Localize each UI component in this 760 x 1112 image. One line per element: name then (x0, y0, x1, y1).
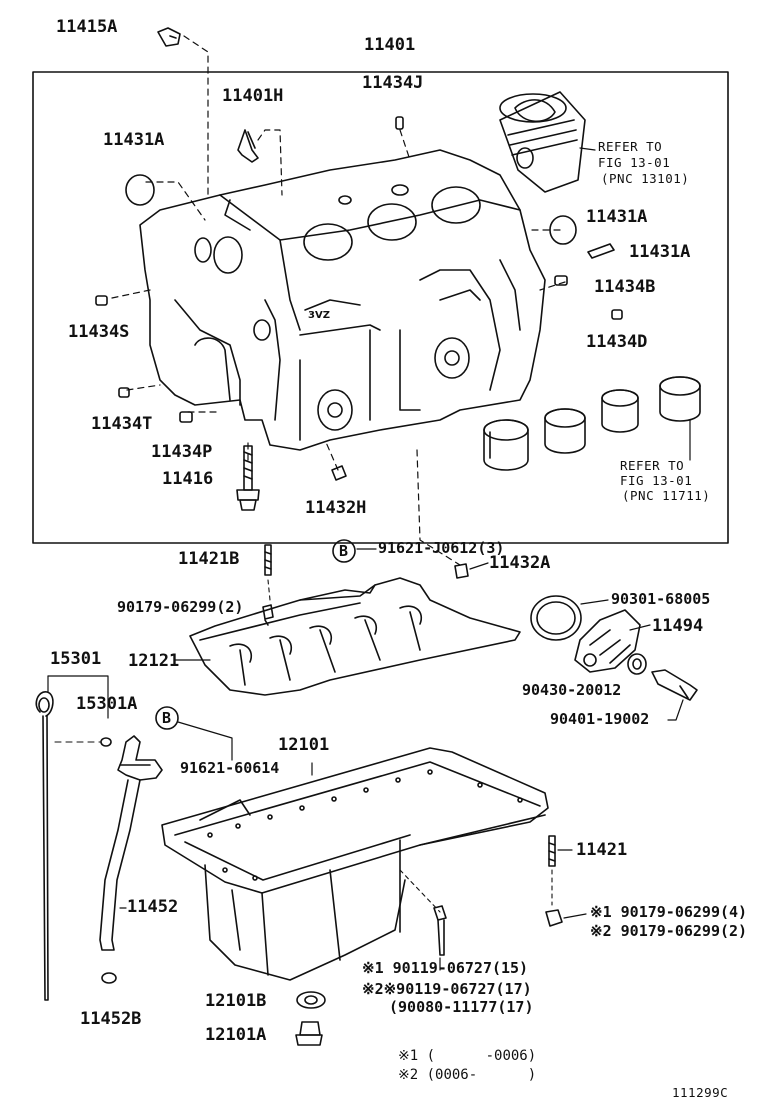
pin-11432H (331, 465, 347, 481)
bond-b-circle-2 (155, 706, 179, 730)
label-90080-11177: (90080-11177(17) (389, 998, 534, 1016)
label-90179-06299-star2: ※2 90179-06299(2) (590, 922, 748, 940)
label-11401H: 11401H (222, 86, 284, 106)
label-11401: 11401 (364, 35, 416, 55)
stud-11421B (264, 544, 272, 576)
pin-11434S (95, 295, 108, 306)
cylinder-block-frame (32, 71, 729, 544)
label-b-circle-2: B (162, 709, 172, 727)
label-11434T: 11434T (91, 414, 153, 434)
pin-11434P (179, 411, 193, 423)
label-11431A-1: 11431A (103, 130, 165, 150)
label-11431A-2: 11431A (586, 207, 648, 227)
label-90430-20012: 90430-20012 (522, 681, 622, 699)
label-15301A: 15301A (76, 694, 138, 714)
oil-baffle-12121 (189, 577, 521, 696)
washer-90430 (627, 653, 647, 675)
label-12101: 12101 (278, 735, 330, 755)
gasket-90301 (530, 595, 582, 641)
refer-note-1-line1: REFER TO (598, 139, 663, 154)
label-90119-06727-star1: ※1 90119-06727(15) (362, 959, 529, 977)
label-12101A: 12101A (205, 1025, 267, 1045)
figure-code: 111299C (672, 1085, 729, 1100)
label-12121: 12121 (128, 651, 180, 671)
label-11434P: 11434P (151, 442, 213, 462)
plug-11434J (395, 116, 404, 130)
label-11434D: 11434D (586, 332, 648, 352)
label-11416: 11416 (162, 469, 214, 489)
bolt-90119 (433, 905, 447, 956)
piston (499, 91, 586, 193)
label-11415A: 11415A (56, 17, 118, 37)
plug-11431A-left (125, 174, 155, 206)
dipstick-guide-11452 (99, 735, 163, 951)
label-11432A: 11432A (489, 553, 551, 573)
label-15301: 15301 (50, 649, 102, 669)
note-star1-range: ※1 ( -0006) (398, 1048, 537, 1064)
strainer-11494 (574, 609, 641, 673)
label-11434J: 11434J (362, 73, 424, 93)
drain-plug-12101A (295, 1021, 323, 1046)
label-91621-J0612: 91621-J0612(3) (378, 539, 505, 557)
stud-11421 (548, 835, 556, 867)
label-91621-60614: 91621-60614 (180, 759, 280, 777)
label-b-circle-1: B (339, 542, 349, 560)
label-11431A-3: 11431A (629, 242, 691, 262)
plug-11415A (157, 27, 181, 47)
plug-11431A-right (549, 215, 577, 245)
refer-note-2-line2: FIG 13-01 (620, 473, 693, 488)
pin-11434D (611, 309, 623, 320)
label-90179-06299-star1: ※1 90179-06299(4) (590, 903, 748, 921)
oil-pan-12101 (161, 747, 549, 981)
label-11432H: 11432H (305, 498, 367, 518)
label-12101B: 12101B (205, 991, 267, 1011)
svg-text:3VZ: 3VZ (308, 310, 330, 321)
dipstick-15301 (35, 691, 54, 1001)
nut-90179-lower (545, 909, 563, 927)
label-90401-19002: 90401-19002 (550, 710, 650, 728)
bearings (483, 376, 701, 471)
refer-note-2-line1: REFER TO (620, 458, 685, 473)
label-90179-06299-upper: 90179-06299(2) (117, 598, 244, 616)
label-11494: 11494 (652, 616, 704, 636)
label-90119-06727-star2: ※2※90119-06727(17) (362, 980, 532, 998)
bolt-90401 (651, 669, 698, 701)
pin-11432A (454, 563, 469, 579)
refer-note-1-line3: (PNC 13101) (601, 171, 690, 186)
label-11421: 11421 (576, 840, 628, 860)
pin-11434B (554, 275, 568, 286)
bolt-11416 (236, 445, 260, 511)
label-11452B: 11452B (80, 1009, 142, 1029)
refer-note-1-line2: FIG 13-01 (598, 155, 671, 170)
bolt-90179-upper (262, 604, 274, 620)
bolt-11401H (237, 129, 259, 163)
note-star2-range: ※2 (0006- ) (398, 1067, 537, 1083)
bond-b-circle-1 (332, 539, 356, 563)
label-11434S: 11434S (68, 322, 130, 342)
cylinder-block: 3VZ (139, 149, 546, 451)
label-11452: 11452 (127, 897, 179, 917)
pin-11434T (118, 387, 130, 398)
o-ring-11452B (101, 972, 117, 984)
o-ring-15301A (100, 737, 112, 747)
label-11434B: 11434B (594, 277, 656, 297)
gasket-12101B (296, 991, 326, 1009)
refer-note-2-line3: (PNC 11711) (622, 488, 711, 503)
label-11421B: 11421B (178, 549, 240, 569)
label-90301-68005: 90301-68005 (611, 590, 711, 608)
